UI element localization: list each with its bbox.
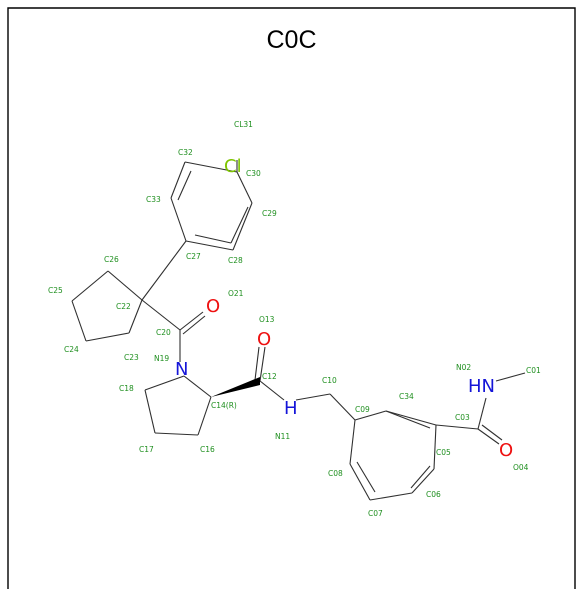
atom-label: O04 [513,463,529,472]
bond-line [259,346,266,382]
bond-line [411,468,435,494]
bond-line [477,428,500,445]
bond-line [71,300,87,342]
bond-line [128,299,143,334]
atom-label: C32 [178,148,193,157]
atom-label: C08 [328,469,343,478]
atom-label: C34 [399,392,414,401]
bond-line [369,492,413,501]
atom-label: N11 [275,432,290,441]
bond-line [385,410,437,426]
atom-label: C23 [124,353,139,362]
bond-line [183,375,212,398]
bond-line [194,234,232,244]
atom-label: C29 [262,209,277,218]
molecule-title: C0C [266,26,317,54]
atom-label: C09 [355,405,370,414]
atom-label: C22 [116,302,131,311]
nitrogen-n11-symbol: H [284,398,298,419]
bond-line [170,197,187,242]
bond-line [236,171,253,204]
bond-line [182,315,206,335]
bond-line [433,424,437,470]
bond-line [349,463,371,501]
bond-line [435,424,479,430]
atom-label: N19 [154,354,169,363]
bond-line [177,170,192,201]
atom-label: C17 [139,445,154,454]
atom-label: C26 [104,255,119,264]
atom-label: C24 [64,345,79,354]
bond-line [410,465,431,489]
atom-label: O13 [259,315,275,324]
atom-label: C12 [262,372,277,381]
nitrogen-n19-symbol: N [175,359,188,380]
atom-label: C14(R) [211,401,237,410]
wedge-bond [211,377,260,397]
atom-label: CL31 [234,120,253,129]
atom-label: C20 [156,328,171,337]
bond-line [477,397,487,430]
atom-labels: CL31 C30 C32 C33 C29 C27 C28 C26 C25 C22… [48,120,541,518]
bond-line [185,240,234,251]
atom-label: C05 [436,448,451,457]
bond-line [85,332,130,342]
atom-label: O21 [228,289,244,298]
bond-line [141,240,187,301]
bond-line [349,419,356,465]
bond-line [481,424,503,441]
bond-line [259,380,285,401]
bond-line [232,202,253,251]
chlorine-symbol: Cl [224,156,242,177]
oxygen-o13-symbol: O [257,329,271,350]
bond-line [179,311,204,331]
atom-label: C33 [146,195,161,204]
atom-label: N02 [456,363,471,372]
bond-line [230,206,249,244]
nitrogen-n02-symbol: HN [468,376,495,397]
oxygen-o04-symbol: O [499,440,513,461]
bond-line [197,396,212,436]
atom-label: C03 [455,413,470,422]
atom-label: C06 [426,490,441,499]
bond-line [184,161,238,173]
bond-line [170,161,186,199]
bond-line [144,375,185,391]
bond-line [141,299,181,331]
atom-label: C01 [526,366,541,375]
bond-line [385,410,431,429]
atom-label: C30 [246,169,261,178]
bond-line [254,346,260,381]
atom-label: C10 [322,376,337,385]
atom-label: C25 [48,286,63,295]
oxygen-o21-symbol: O [206,296,220,317]
bond-lines [71,160,526,501]
atom-label: C27 [186,252,201,261]
bond-line [295,393,331,401]
atom-label: C07 [368,509,383,518]
atom-label: C18 [119,384,134,393]
atom-label: C16 [200,445,215,454]
bond-line [495,372,526,382]
bond-line [354,410,387,421]
bond-line [107,270,143,301]
bond-line [329,393,356,421]
bond-line [356,461,376,493]
atom-label: C28 [228,256,243,265]
bond-line [71,270,109,302]
element-symbols: Cl O O O N H HN [175,156,513,461]
bond-line [144,389,156,434]
bond-line [154,432,199,436]
